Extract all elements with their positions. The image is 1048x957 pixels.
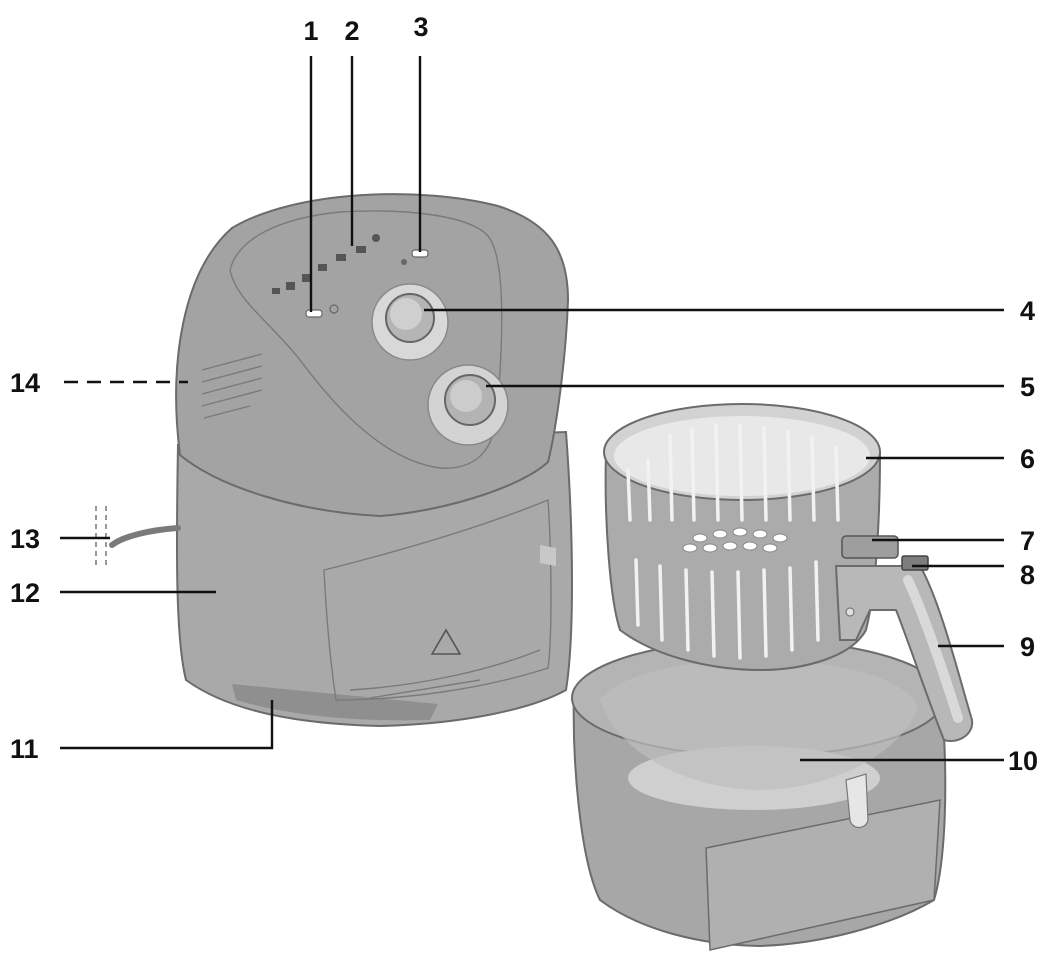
air-outlet-vents <box>201 353 263 419</box>
power-indicator-light <box>305 309 323 318</box>
basket-slots <box>626 424 840 660</box>
basket-floor-holes <box>682 527 788 553</box>
callout-10: 10 <box>1008 746 1038 776</box>
callout-6: 6 <box>1020 444 1035 474</box>
timer-control-knob <box>427 364 509 446</box>
callout-5: 5 <box>1020 372 1035 402</box>
basket-handle <box>834 565 974 742</box>
temperature-control-knob <box>371 283 449 361</box>
frying-basket <box>603 403 882 672</box>
interior-heater-ledge <box>540 545 556 566</box>
callout-12: 12 <box>10 578 40 608</box>
frying-pan <box>571 639 947 951</box>
callout-8: 8 <box>1020 560 1035 590</box>
pan-compartment-interior <box>323 498 552 701</box>
interior-bottom-rails <box>349 649 541 699</box>
handle-screw <box>845 607 855 617</box>
callout-4: 4 <box>1020 296 1035 326</box>
handle-highlight <box>903 575 963 723</box>
heating-symbol-icon <box>401 259 407 265</box>
upper-housing <box>175 193 570 518</box>
basket-release-button <box>901 555 929 571</box>
callout-1: 1 <box>303 16 318 46</box>
preset-icon-row <box>272 234 380 294</box>
power-symbol-icon <box>329 304 339 314</box>
leader-lines <box>60 56 1004 762</box>
callout-13: 13 <box>10 524 40 554</box>
callout-2: 2 <box>344 16 359 46</box>
callout-7: 7 <box>1020 526 1035 556</box>
leader-11 <box>60 700 274 750</box>
base-foot <box>232 684 438 721</box>
callout-11: 11 <box>10 734 39 764</box>
interior-warning-triangle <box>430 628 462 655</box>
lower-housing <box>175 430 573 728</box>
callout-14: 14 <box>10 368 40 398</box>
pan-inner-wall <box>600 660 918 790</box>
pan-handle-slot <box>845 773 869 829</box>
main-unit <box>95 193 573 728</box>
handle-button-cover <box>841 535 899 559</box>
callout-3: 3 <box>413 12 428 42</box>
power-cord <box>109 525 181 548</box>
callout-numbers: 1 2 3 4 5 6 7 8 9 10 11 12 13 14 <box>10 12 1038 776</box>
basket-handle-assembly <box>834 535 974 742</box>
callout-9: 9 <box>1020 632 1035 662</box>
